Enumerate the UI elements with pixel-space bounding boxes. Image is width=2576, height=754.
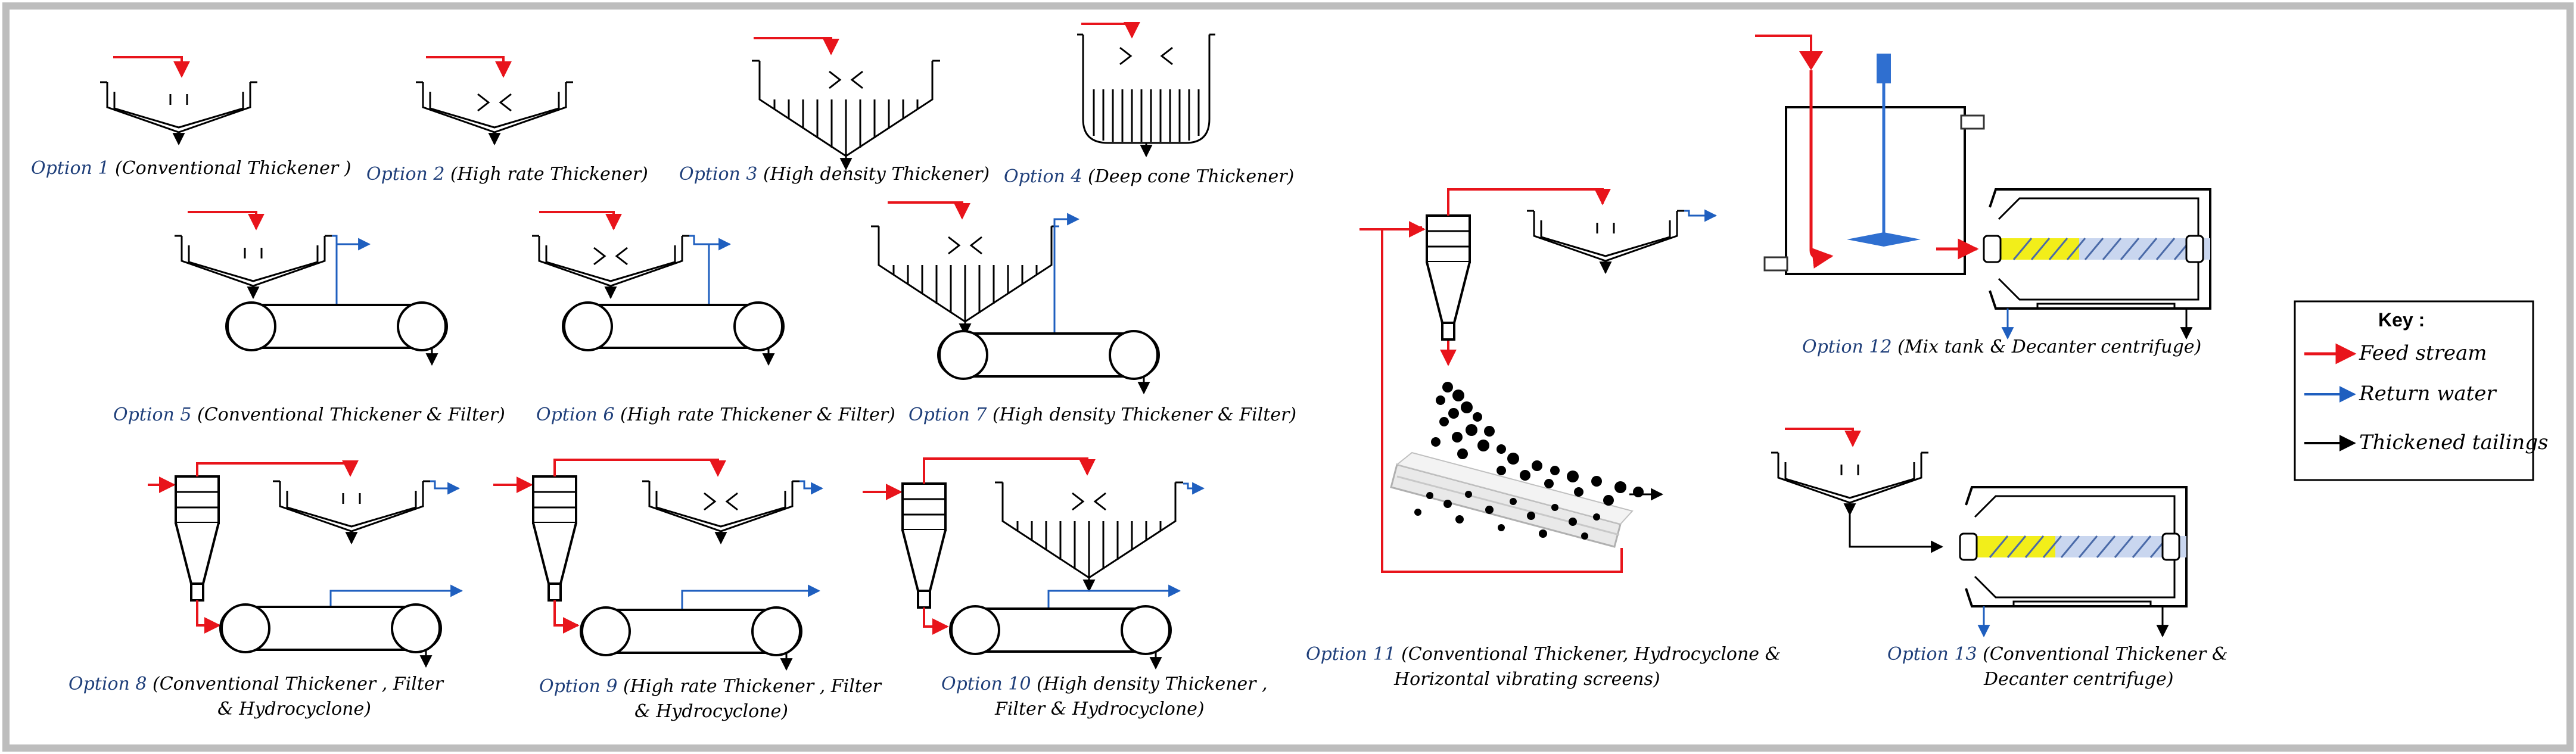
option-11-label: Option 11 (Conventional Thickener, Hydro… — [1306, 644, 1781, 665]
legend-feed-stream: Feed stream — [2359, 341, 2487, 365]
legend-title: Key : — [2378, 309, 2425, 331]
option-10-label: Option 10 (High density Thickener , — [941, 674, 1268, 694]
option-13-label: Option 13 (Conventional Thickener & — [1887, 644, 2228, 665]
option-4-diagram — [1077, 21, 1215, 158]
option-7-label: Option 7 (High density Thickener & Filte… — [909, 404, 1296, 425]
option-9-label: Option 9 (High rate Thickener , Filter — [539, 676, 882, 697]
option-10-diagram — [863, 457, 1205, 668]
option-10-label-line2: Filter & Hydrocyclone) — [994, 699, 1205, 719]
option-8-diagram — [148, 460, 463, 666]
legend-return-water: Return water — [2359, 382, 2497, 406]
option-12-diagram — [1755, 35, 2210, 338]
option-11-diagram — [1359, 188, 1718, 573]
option-2-diagram — [416, 56, 573, 144]
option-11-label-line2: Horizontal vibrating screens) — [1393, 669, 1660, 690]
option-6-diagram — [532, 211, 783, 364]
option-8-label-line2: & Hydrocyclone) — [217, 699, 371, 719]
option-5-diagram — [175, 211, 447, 364]
legend-key: Key : Feed stream Return water Thickened… — [2294, 300, 2548, 481]
option-9-label-line2: & Hydrocyclone) — [634, 701, 788, 722]
option-13-diagram — [1771, 428, 2186, 636]
option-1-label: Option 1 (Conventional Thickener ) — [31, 158, 351, 179]
option-12-label: Option 12 (Mix tank & Decanter centrifug… — [1802, 337, 2201, 357]
option-5-label: Option 5 (Conventional Thickener & Filte… — [113, 404, 505, 425]
option-9-diagram — [493, 459, 824, 669]
option-7-diagram — [871, 201, 1159, 393]
option-3-diagram — [752, 37, 940, 169]
option-1-diagram — [100, 56, 257, 144]
option-6-label: Option 6 (High rate Thickener & Filter) — [536, 404, 895, 425]
option-8-label: Option 8 (Conventional Thickener , Filte… — [69, 674, 444, 694]
option-3-label: Option 3 (High density Thickener) — [679, 164, 990, 185]
legend-thickened-tailings: Thickened tailings — [2359, 431, 2548, 454]
option-4-label: Option 4 (Deep cone Thickener) — [1004, 166, 1294, 187]
option-2-label: Option 2 (High rate Thickener) — [366, 164, 648, 185]
option-13-label-line2: Decanter centrifuge) — [1983, 669, 2173, 690]
